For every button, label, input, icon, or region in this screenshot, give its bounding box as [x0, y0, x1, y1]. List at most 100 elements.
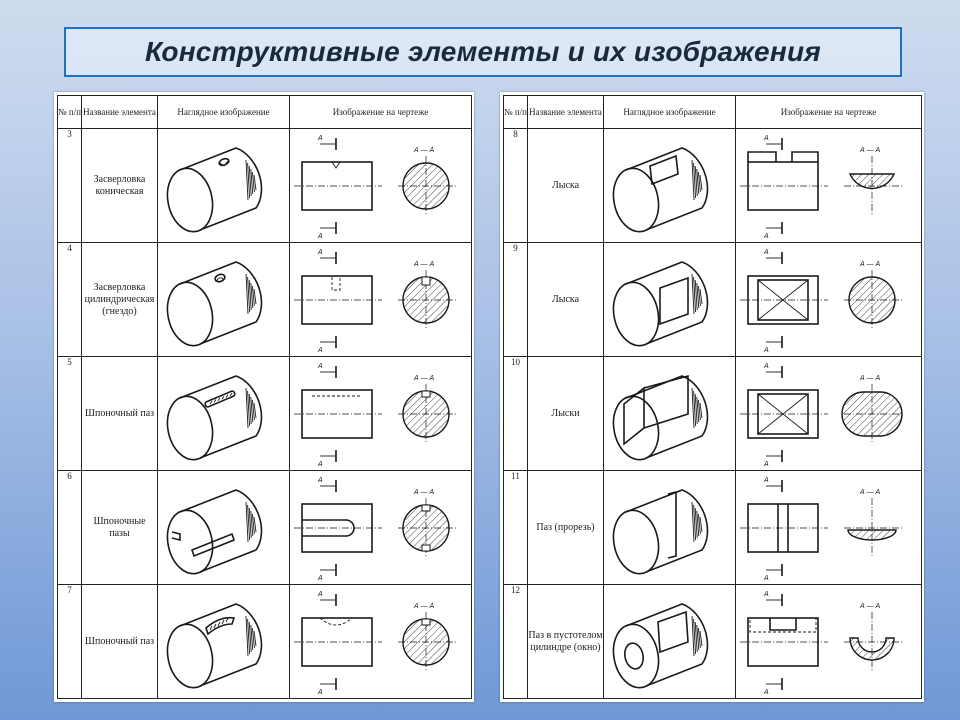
- svg-text:А — А: А — А: [413, 147, 435, 154]
- header-name: Название элемента: [81, 95, 158, 129]
- technical-drawing: ААА — А: [740, 135, 902, 240]
- title-frame: Конструктивные элементы и их изображения: [64, 27, 902, 77]
- row-number: 12: [503, 584, 528, 699]
- pictorial-cell: [157, 128, 290, 243]
- pictorial-cell: [603, 242, 736, 357]
- pictorial-cell: [157, 242, 290, 357]
- element-name: Паз в пустотелом цилиндре (окно): [527, 584, 604, 699]
- pictorial-drawing: [166, 260, 263, 346]
- technical-drawing: А А А — А: [740, 477, 902, 582]
- svg-text:А: А: [763, 249, 769, 256]
- technical-drawing: А А А — А: [740, 591, 902, 696]
- pictorial-cell: [157, 356, 290, 471]
- drawing-cell: А А А — А: [735, 584, 922, 699]
- technical-drawing: ААА — А: [294, 477, 456, 582]
- svg-text:А: А: [763, 347, 769, 354]
- svg-text:А: А: [317, 461, 323, 468]
- pictorial-drawing: [612, 146, 709, 232]
- header-drawing: Изображение на чертеже: [735, 95, 922, 129]
- svg-text:А: А: [317, 591, 323, 598]
- technical-drawing: А А А — А: [294, 591, 456, 696]
- row-number: 11: [503, 470, 528, 585]
- svg-text:А — А: А — А: [859, 261, 881, 268]
- svg-text:А: А: [317, 233, 323, 240]
- pictorial-cell: [603, 356, 736, 471]
- svg-text:А: А: [763, 689, 769, 696]
- element-name: Засверловка цилиндрическая (гнездо): [81, 242, 158, 357]
- drawing-cell: А А А — А: [735, 356, 922, 471]
- technical-drawing: ААА — А: [294, 249, 456, 354]
- pictorial-drawing: [612, 260, 709, 346]
- row-number: 7: [57, 584, 82, 699]
- svg-text:А: А: [317, 689, 323, 696]
- svg-text:А: А: [763, 363, 769, 370]
- svg-text:А — А: А — А: [413, 375, 435, 382]
- pictorial-drawing: [612, 374, 709, 460]
- row-number: 5: [57, 356, 82, 471]
- drawing-cell: А А А — А: [289, 584, 472, 699]
- element-name: Шпоночный паз: [81, 584, 158, 699]
- svg-text:А — А: А — А: [413, 603, 435, 610]
- svg-text:А — А: А — А: [859, 147, 881, 154]
- header-number: № п/п: [57, 95, 82, 129]
- drawing-cell: А А А — А: [735, 242, 922, 357]
- element-name: Засверловка коническая: [81, 128, 158, 243]
- svg-text:А: А: [317, 347, 323, 354]
- pictorial-drawing: [612, 602, 709, 688]
- technical-drawing: А А А — А: [740, 363, 903, 468]
- row-number: 8: [503, 128, 528, 243]
- row-number: 3: [57, 128, 82, 243]
- svg-text:А — А: А — А: [859, 603, 881, 610]
- pictorial-drawing: [166, 146, 263, 232]
- technical-drawing: А А А — А: [294, 363, 456, 468]
- header-pictorial: Наглядное изображение: [157, 95, 290, 129]
- technical-drawing: А А А — А: [740, 249, 902, 354]
- row-number: 9: [503, 242, 528, 357]
- pictorial-drawing: [166, 374, 263, 460]
- row-number: 6: [57, 470, 82, 585]
- row-number: 10: [503, 356, 528, 471]
- drawing-cell: А А А — А: [735, 470, 922, 585]
- svg-text:А: А: [763, 591, 769, 598]
- svg-text:А — А: А — А: [859, 489, 881, 496]
- svg-text:А: А: [317, 363, 323, 370]
- pictorial-cell: [157, 470, 290, 585]
- svg-text:А: А: [763, 575, 769, 582]
- svg-text:А: А: [763, 461, 769, 468]
- svg-text:А — А: А — А: [413, 261, 435, 268]
- pictorial-drawing: [166, 602, 263, 688]
- svg-text:А: А: [763, 135, 769, 142]
- svg-text:А: А: [317, 575, 323, 582]
- svg-text:А — А: А — А: [413, 489, 435, 496]
- element-name: Лыски: [527, 356, 604, 471]
- pictorial-cell: [603, 128, 736, 243]
- header-name: Название элемента: [527, 95, 604, 129]
- element-name: Паз (прорезь): [527, 470, 604, 585]
- element-name: Шпоночный паз: [81, 356, 158, 471]
- pictorial-drawing: [166, 488, 263, 574]
- element-name: Лыска: [527, 242, 604, 357]
- technical-drawing: ААА — А: [294, 135, 456, 240]
- header-number: № п/п: [503, 95, 528, 129]
- svg-text:А — А: А — А: [859, 375, 881, 382]
- svg-text:А: А: [763, 477, 769, 484]
- page-title: Конструктивные элементы и их изображения: [145, 36, 821, 67]
